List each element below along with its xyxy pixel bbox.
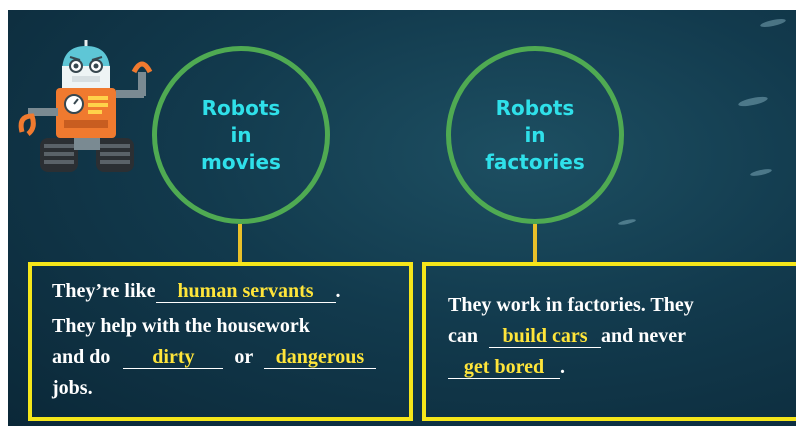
answer-dirty: dirty xyxy=(123,346,224,369)
text-fragment: They’re like xyxy=(52,280,156,302)
light-streak xyxy=(737,94,769,109)
factories-line-3: get bored. xyxy=(448,352,796,383)
factories-line-1: They work in factories. They xyxy=(448,294,694,316)
light-streak xyxy=(617,218,637,226)
topic-circle-factories: Robots in factories xyxy=(446,46,624,224)
answer-build-cars: build cars xyxy=(489,325,601,348)
movies-line-4: jobs. xyxy=(52,377,93,399)
slide: Robots in movies Robots in factories The… xyxy=(8,10,796,426)
factories-description-box: They work in factories. They can build c… xyxy=(422,262,796,421)
text-fragment: . xyxy=(335,280,341,302)
answer-get-bored: get bored xyxy=(448,356,560,379)
light-streak xyxy=(759,17,787,29)
light-streak xyxy=(749,167,773,178)
text-fragment: can xyxy=(448,325,478,347)
answer-human-servants: human servants xyxy=(155,280,336,303)
movies-line-2: They help with the housework xyxy=(52,315,310,337)
answer-dangerous: dangerous xyxy=(263,346,376,369)
topic-label-factories: Robots in factories xyxy=(485,95,585,174)
robot-mascot-icon xyxy=(18,40,153,172)
text-fragment: and never xyxy=(601,325,686,347)
text-fragment: . xyxy=(560,356,565,378)
connector-line-right xyxy=(533,224,537,264)
connector-line-left xyxy=(238,224,242,264)
topic-circle-movies: Robots in movies xyxy=(152,46,330,224)
text-fragment: or xyxy=(234,346,253,368)
topic-label-movies: Robots in movies xyxy=(201,95,281,174)
text-fragment: and do xyxy=(52,346,111,368)
movies-line-3: and do dirty or dangerous xyxy=(52,342,409,373)
